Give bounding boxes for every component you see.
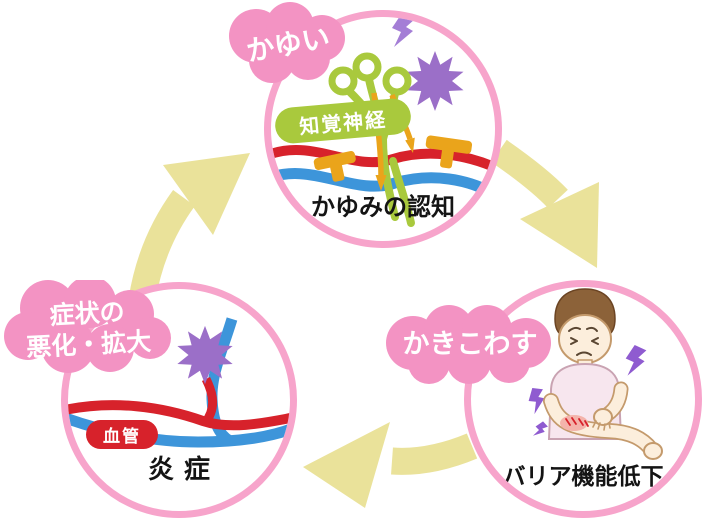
- sensory-nerve-tag-label: 知覚神経: [298, 108, 389, 139]
- itch-recognition-caption: かゆみの認知: [311, 194, 455, 221]
- callout-itchy: かゆい: [224, 2, 352, 86]
- hand: [643, 442, 663, 460]
- rash-icon: [560, 415, 589, 431]
- inflammation-starburst-icon: [177, 325, 233, 385]
- blood-vessel-tag: 血管: [86, 420, 158, 449]
- cycle-arrow-top-right-tail: [491, 139, 568, 209]
- scratching-person-illustration: [528, 288, 663, 460]
- lightning-icon: [528, 387, 545, 415]
- callout-scratch-label: かきこわす: [402, 329, 538, 360]
- itch-recognition-illustration: [271, 17, 495, 227]
- inflammation-caption: 炎症: [147, 454, 220, 484]
- cycle-arrow-top-right-head: [520, 182, 599, 268]
- callout-worsening-line1: 症状の: [48, 297, 126, 330]
- lightning-icon: [392, 17, 415, 47]
- cycle-arrow-left-head: [163, 153, 250, 235]
- barrier-decline-caption: バリア機能低下: [502, 463, 664, 489]
- inflammation-illustration: [68, 317, 290, 448]
- scratched-forearm: [544, 394, 658, 456]
- lightning-icon: [532, 421, 548, 436]
- callout-worsening-line2: 悪化・拡大: [25, 327, 152, 363]
- callout-worsening: 症状の 悪化・拡大: [2, 280, 174, 380]
- lightning-icon: [625, 345, 647, 376]
- mediator-icon: [313, 135, 473, 182]
- scratching-hand: [593, 408, 613, 426]
- callout-scratch: かきこわす: [383, 305, 557, 385]
- cycle-arrow-bottom-head: [303, 422, 390, 508]
- node-inflammation: 血管 炎症: [61, 282, 297, 518]
- cloud-shape: [4, 280, 171, 373]
- blood-vessel-tag-label: 血管: [103, 427, 141, 446]
- boy-figure: [543, 288, 663, 460]
- callout-itchy-label: かゆい: [243, 21, 333, 67]
- fingers: [592, 420, 611, 431]
- cloud-shape: [229, 2, 345, 83]
- artery-branch-icon: [201, 376, 218, 426]
- worried-face: [568, 326, 599, 356]
- stimulus-starburst-icon: [406, 51, 464, 111]
- artery-icon: [68, 400, 290, 431]
- cycle-arrow-bottom-tail: [391, 433, 478, 475]
- cloud-shape: [386, 305, 551, 384]
- vein-wave-icon: [271, 168, 495, 201]
